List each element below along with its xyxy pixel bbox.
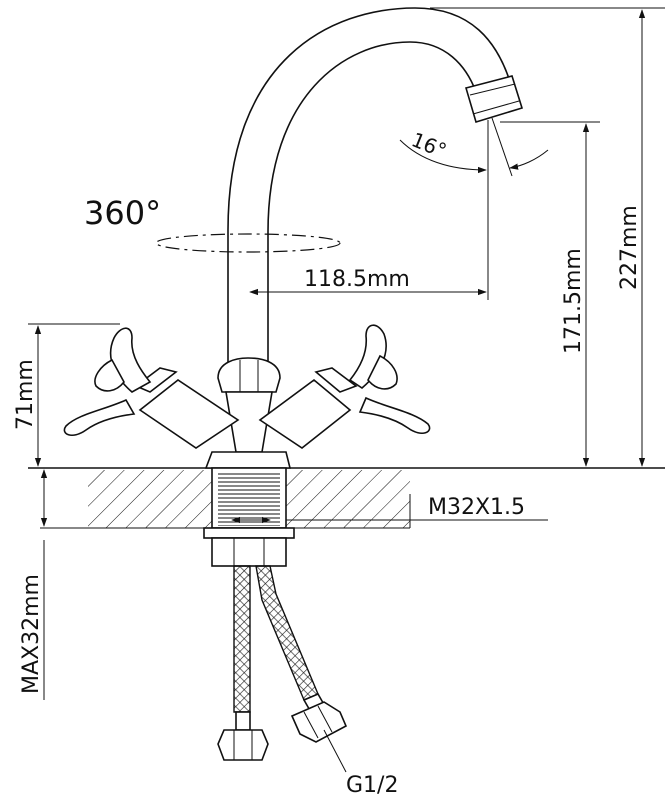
- dimension-total-height: [430, 7, 665, 467]
- mounting-nut: [203, 527, 295, 567]
- rotation-label: 360°: [84, 194, 161, 232]
- hose-leader: [323, 729, 347, 773]
- dimension-spout-height: [500, 121, 600, 467]
- hose-fittings: [217, 692, 348, 761]
- thread-leader: [286, 494, 548, 528]
- angle-indicator: [399, 117, 549, 180]
- supply-hoses: [233, 565, 319, 713]
- handle-height-label: 71mm: [13, 359, 38, 430]
- threaded-shank: [211, 467, 287, 529]
- thread-label: M32X1.5: [428, 495, 525, 520]
- countertop-section: [28, 467, 665, 529]
- angle-label: 16°: [408, 127, 450, 163]
- rotation-ellipse: [155, 233, 341, 253]
- spout-height-label: 171.5mm: [561, 248, 586, 354]
- faucet-body: [204, 357, 292, 469]
- left-valve-handle: [63, 327, 240, 449]
- reach-label: 118.5mm: [304, 267, 410, 292]
- right-valve-handle: [258, 324, 431, 449]
- spout: [227, 7, 524, 368]
- total-height-label: 227mm: [617, 205, 642, 290]
- hose-connection-label: G1/2: [346, 773, 398, 798]
- counter-thickness-label: MAX32mm: [19, 574, 44, 694]
- dimension-handle-height: [28, 323, 120, 467]
